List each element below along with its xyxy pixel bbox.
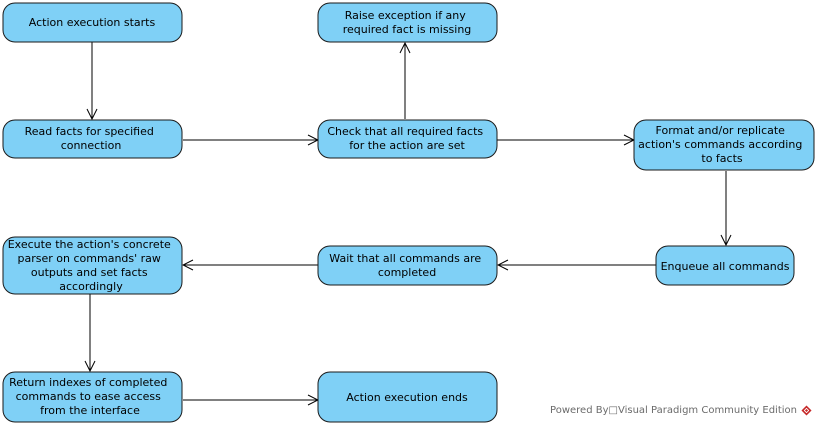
node-read-facts-label: Read facts for specified connection [25, 125, 158, 152]
node-check-facts[interactable]: Check that all required facts for the ac… [317, 119, 498, 159]
node-raise-exception[interactable]: Raise exception if any required fact is … [317, 2, 498, 43]
node-format-commands[interactable]: Format and/or replicate action's command… [633, 119, 815, 171]
powered-by-text: Powered By□Visual Paradigm Community Edi… [550, 405, 797, 416]
node-action-end[interactable]: Action execution ends [317, 371, 498, 423]
node-return-indexes-label: Return indexes of completed commands to … [9, 376, 171, 417]
powered-by-footer: Powered By□Visual Paradigm Community Edi… [550, 405, 812, 416]
node-wait-commands-label: Wait that all commands are completed [329, 252, 484, 279]
node-return-indexes[interactable]: Return indexes of completed commands to … [2, 371, 183, 423]
node-check-facts-label: Check that all required facts for the ac… [327, 125, 486, 152]
node-execute-parser[interactable]: Execute the action's concrete parser on … [2, 236, 183, 295]
node-action-start[interactable]: Action execution starts [2, 2, 183, 43]
node-format-commands-label: Format and/or replicate action's command… [638, 124, 806, 165]
node-action-start-label: Action execution starts [29, 16, 156, 29]
node-enqueue-commands[interactable]: Enqueue all commands [655, 245, 795, 286]
node-wait-commands[interactable]: Wait that all commands are completed [317, 245, 498, 286]
node-read-facts[interactable]: Read facts for specified connection [2, 119, 183, 159]
node-execute-parser-label: Execute the action's concrete parser on … [8, 238, 175, 293]
node-enqueue-commands-label: Enqueue all commands [661, 260, 790, 273]
node-action-end-label: Action execution ends [346, 391, 468, 404]
visual-paradigm-logo-icon [801, 405, 812, 416]
node-raise-exception-label: Raise exception if any required fact is … [343, 9, 472, 36]
